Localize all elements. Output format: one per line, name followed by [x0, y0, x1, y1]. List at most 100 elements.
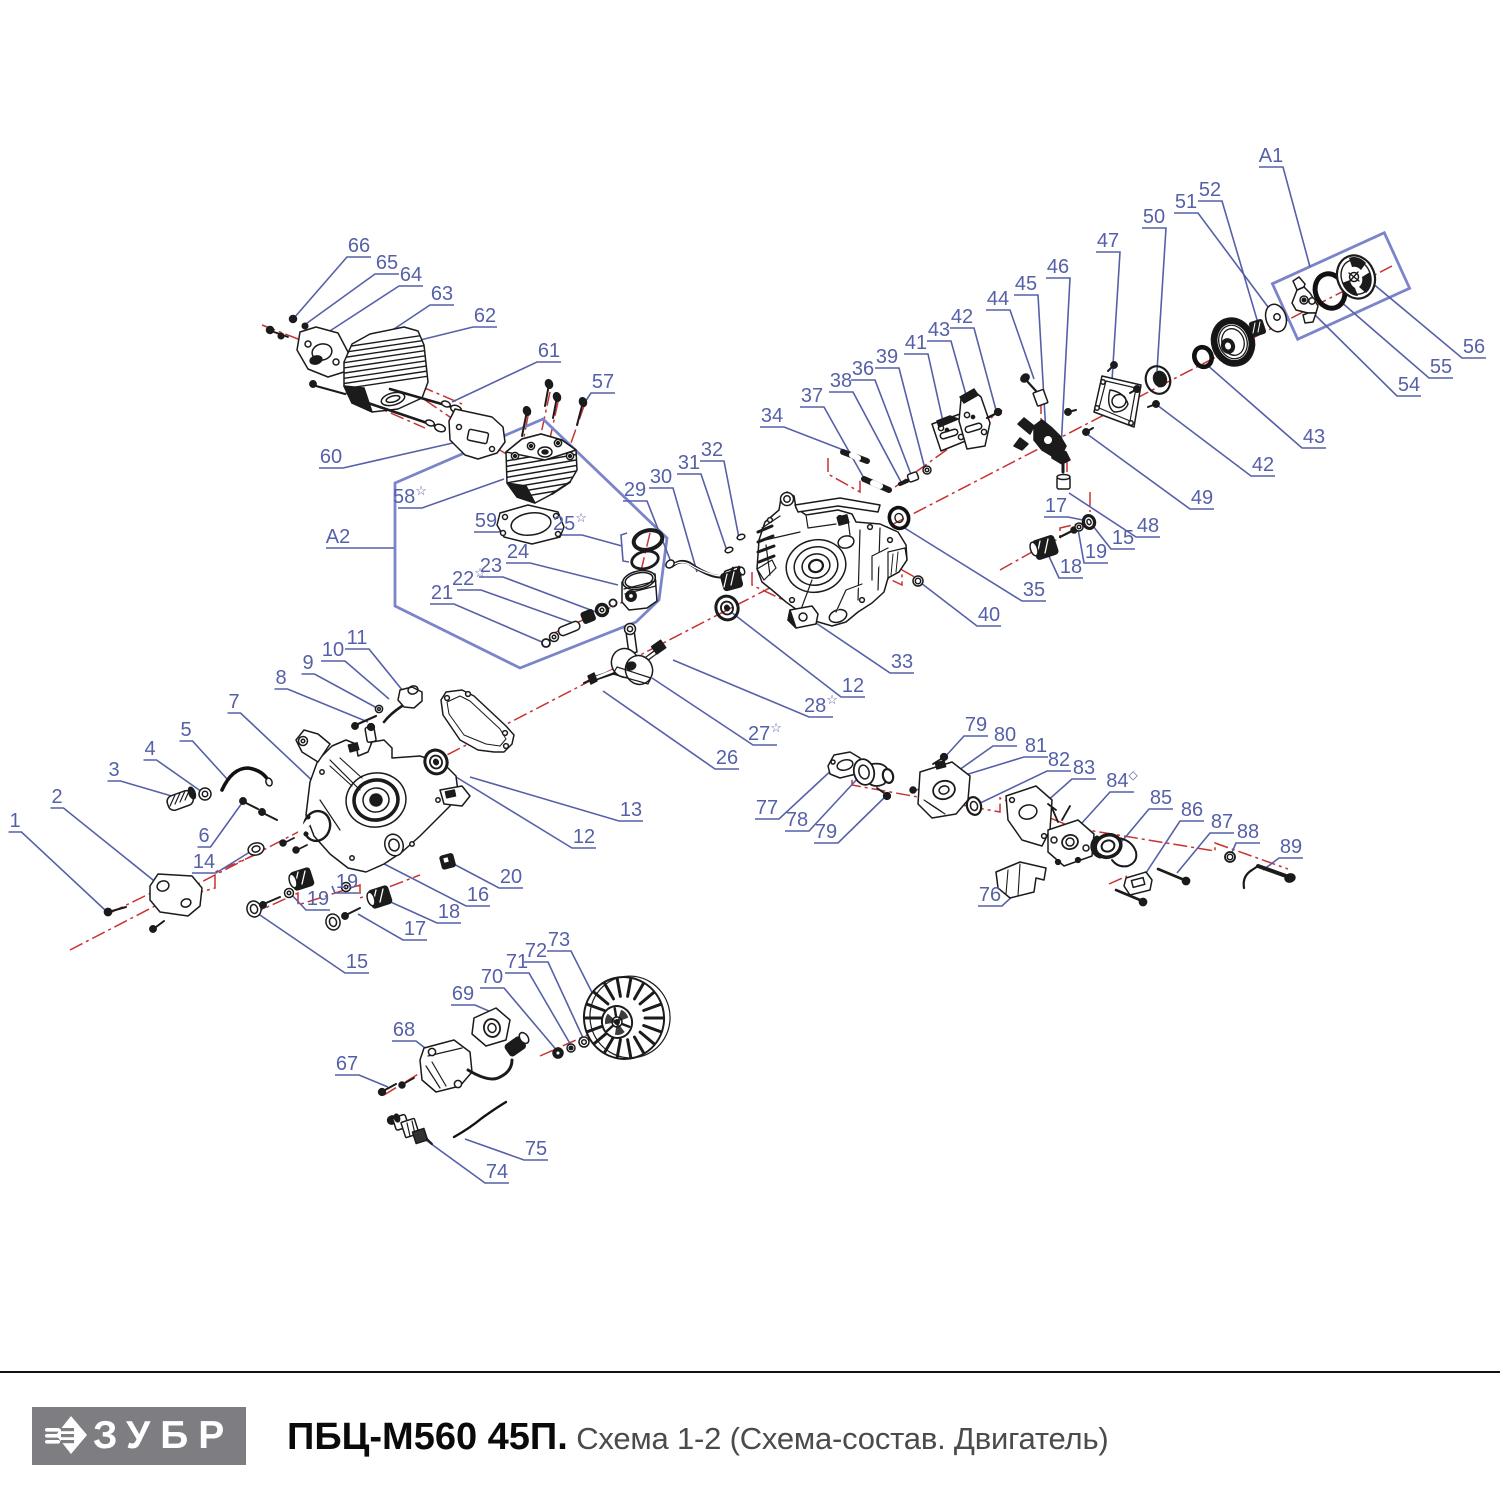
svg-text:86: 86 [1181, 799, 1203, 821]
svg-text:24: 24 [507, 541, 529, 563]
svg-text:40: 40 [978, 604, 1000, 626]
svg-text:12: 12 [573, 826, 595, 848]
svg-text:29: 29 [624, 479, 646, 501]
svg-text:66: 66 [348, 235, 370, 257]
svg-text:17: 17 [1045, 495, 1067, 517]
svg-text:39: 39 [876, 346, 898, 368]
svg-text:1: 1 [9, 810, 20, 832]
svg-text:ПБЦ-М560 45П. Схема 1-2 (Схема: ПБЦ-М560 45П. Схема 1-2 (Схема-состав. Д… [287, 1416, 1109, 1458]
svg-text:18: 18 [438, 901, 460, 923]
svg-text:13: 13 [620, 799, 642, 821]
svg-text:54: 54 [1398, 374, 1420, 396]
svg-text:9: 9 [302, 652, 313, 674]
svg-text:37: 37 [801, 385, 823, 407]
svg-text:42: 42 [951, 306, 973, 328]
svg-text:12: 12 [842, 675, 864, 697]
svg-text:48: 48 [1137, 515, 1159, 537]
svg-text:36: 36 [852, 358, 874, 380]
svg-text:64: 64 [400, 264, 422, 286]
svg-text:25☆: 25☆ [553, 510, 587, 535]
svg-text:87: 87 [1211, 811, 1233, 833]
svg-text:43: 43 [928, 319, 950, 341]
svg-text:19: 19 [307, 888, 329, 910]
svg-text:59: 59 [475, 510, 497, 532]
svg-text:60: 60 [320, 446, 342, 468]
svg-text:ЗУБР: ЗУБР [93, 1414, 234, 1457]
svg-text:32: 32 [701, 439, 723, 461]
svg-text:82: 82 [1048, 749, 1070, 771]
svg-text:77: 77 [756, 797, 778, 819]
svg-text:81: 81 [1025, 735, 1047, 757]
svg-text:20: 20 [500, 866, 522, 888]
svg-text:61: 61 [538, 340, 560, 362]
svg-text:80: 80 [994, 724, 1016, 746]
svg-text:79: 79 [965, 714, 987, 736]
svg-text:41: 41 [905, 332, 927, 354]
svg-text:68: 68 [393, 1019, 415, 1041]
svg-text:58☆: 58☆ [393, 483, 427, 508]
svg-text:88: 88 [1237, 821, 1259, 843]
svg-text:23: 23 [480, 555, 502, 577]
svg-text:45: 45 [1015, 273, 1037, 295]
svg-text:7: 7 [228, 691, 239, 713]
svg-text:85: 85 [1150, 787, 1172, 809]
svg-text:14: 14 [193, 851, 215, 873]
svg-text:43: 43 [1303, 426, 1325, 448]
svg-text:70: 70 [481, 966, 503, 988]
svg-text:51: 51 [1175, 191, 1197, 213]
svg-text:27☆: 27☆ [748, 720, 782, 745]
svg-text:8: 8 [275, 667, 286, 689]
svg-text:75: 75 [525, 1138, 547, 1160]
svg-text:50: 50 [1143, 206, 1165, 228]
svg-text:A2: A2 [326, 526, 350, 548]
svg-text:2: 2 [51, 786, 62, 808]
svg-text:10: 10 [322, 639, 344, 661]
svg-text:5: 5 [180, 719, 191, 741]
svg-text:72: 72 [525, 940, 547, 962]
svg-text:11: 11 [347, 627, 368, 649]
svg-text:26: 26 [716, 747, 738, 769]
svg-text:62: 62 [474, 305, 496, 327]
svg-text:44: 44 [987, 288, 1009, 310]
svg-text:65: 65 [376, 252, 398, 274]
svg-text:52: 52 [1199, 179, 1221, 201]
svg-text:28☆: 28☆ [804, 692, 838, 717]
svg-text:73: 73 [548, 929, 570, 951]
svg-text:31: 31 [678, 452, 700, 474]
svg-text:3: 3 [108, 759, 119, 781]
svg-text:A1: A1 [1259, 145, 1283, 167]
svg-text:67: 67 [336, 1053, 358, 1075]
svg-text:56: 56 [1463, 336, 1485, 358]
svg-text:89: 89 [1280, 836, 1302, 858]
svg-text:74: 74 [486, 1161, 508, 1183]
svg-text:71: 71 [506, 951, 528, 973]
svg-text:69: 69 [452, 983, 474, 1005]
svg-text:15: 15 [346, 951, 368, 973]
svg-text:49: 49 [1191, 487, 1213, 509]
svg-text:76: 76 [979, 884, 1001, 906]
svg-text:83: 83 [1073, 757, 1095, 779]
svg-text:19: 19 [1085, 541, 1107, 563]
svg-text:30: 30 [650, 466, 672, 488]
svg-text:22☆: 22☆ [452, 565, 486, 590]
svg-text:21: 21 [431, 582, 453, 604]
svg-text:35: 35 [1023, 579, 1045, 601]
svg-text:57: 57 [592, 371, 614, 393]
svg-text:34: 34 [761, 405, 783, 427]
svg-text:17: 17 [404, 918, 426, 940]
svg-text:78: 78 [786, 809, 808, 831]
svg-text:6: 6 [198, 825, 209, 847]
svg-text:47: 47 [1097, 230, 1119, 252]
svg-text:15: 15 [1112, 527, 1134, 549]
svg-text:79: 79 [815, 821, 837, 843]
svg-text:42: 42 [1252, 454, 1274, 476]
svg-text:19: 19 [336, 871, 358, 893]
svg-text:55: 55 [1430, 356, 1452, 378]
svg-text:18: 18 [1060, 556, 1082, 578]
svg-text:84◇: 84◇ [1106, 768, 1138, 792]
svg-text:63: 63 [431, 283, 453, 305]
svg-text:38: 38 [830, 370, 852, 392]
svg-text:33: 33 [891, 651, 913, 673]
svg-text:16: 16 [467, 884, 489, 906]
svg-text:46: 46 [1047, 256, 1069, 278]
